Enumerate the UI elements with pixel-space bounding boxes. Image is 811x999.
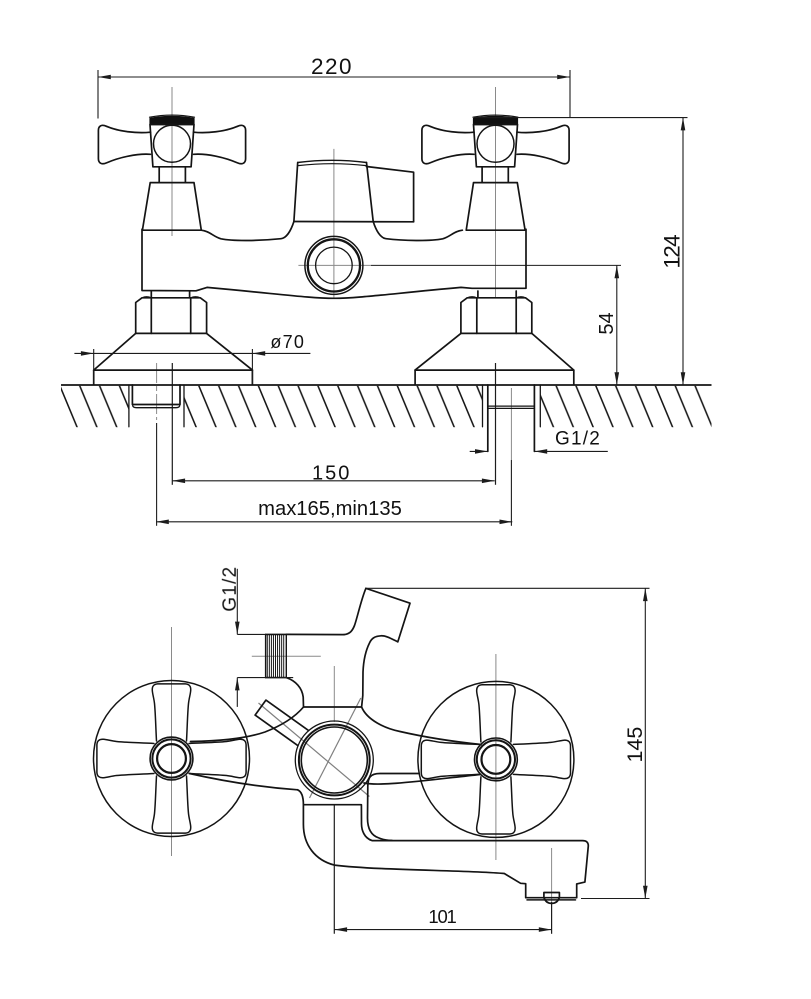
svg-text:G1/2: G1/2 bbox=[220, 566, 241, 612]
svg-text:G1/2: G1/2 bbox=[555, 429, 601, 450]
svg-text:101: 101 bbox=[428, 906, 456, 927]
svg-text:max165,min135: max165,min135 bbox=[258, 498, 402, 520]
svg-text:150: 150 bbox=[312, 463, 351, 485]
svg-text:54: 54 bbox=[596, 312, 618, 334]
svg-text:ø70: ø70 bbox=[270, 332, 305, 352]
svg-text:124: 124 bbox=[659, 235, 684, 269]
svg-text:145: 145 bbox=[623, 727, 647, 763]
svg-text:220: 220 bbox=[311, 54, 353, 79]
